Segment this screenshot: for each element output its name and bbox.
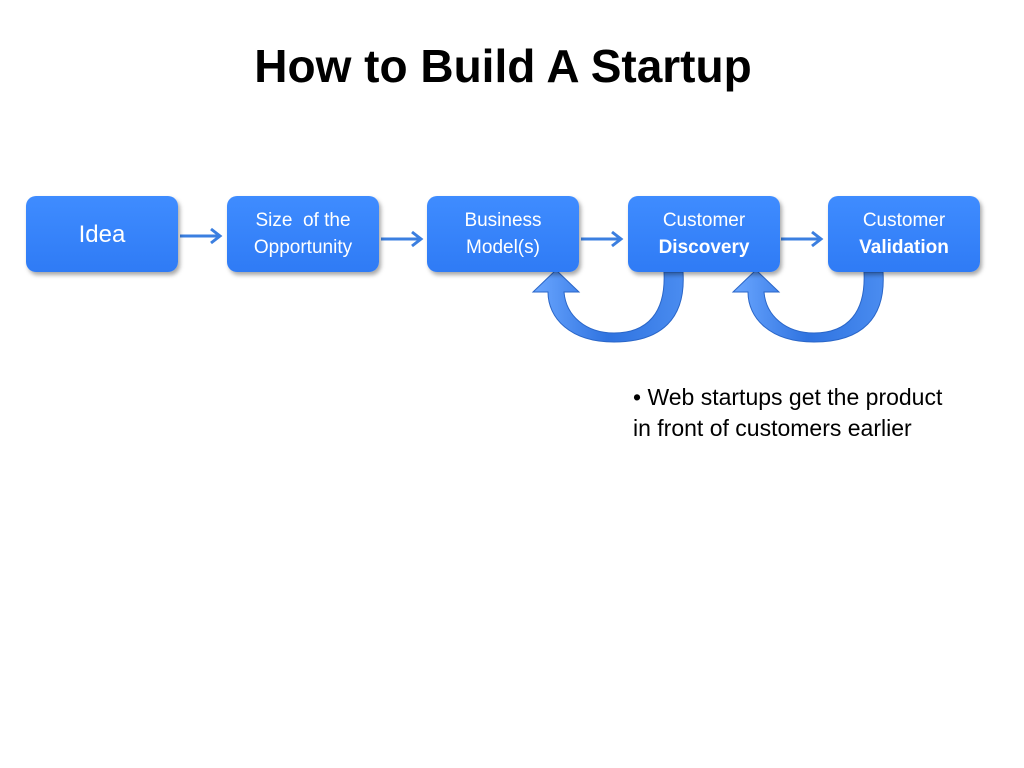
step-size-of-opportunity: Size of the Opportunity [227, 196, 379, 272]
step-size-label-line1: Size of the [255, 210, 351, 231]
step-customer-discovery: Customer Discovery [628, 196, 780, 272]
step-idea: Idea [26, 196, 178, 272]
step-idea-label: Idea [78, 220, 126, 248]
bullet-note-line1: • Web startups get the product [633, 382, 1003, 413]
step-model-label-line1: Business [464, 210, 542, 231]
loop-arrow-validation-to-discovery [731, 269, 884, 343]
arrow-model-to-discovery [581, 230, 624, 248]
bullet-note-line2: in front of customers earlier [633, 415, 912, 441]
step-customer-validation: Customer Validation [828, 196, 980, 272]
step-validation-label-line1: Customer [862, 210, 946, 231]
bullet-marker: • [633, 384, 642, 410]
step-size-label-line2: Opportunity [253, 237, 353, 258]
arrow-idea-to-size [180, 227, 223, 245]
step-business-model: Business Model(s) [427, 196, 579, 272]
step-validation-label-line2: Validation [859, 237, 949, 258]
page-title: How to Build A Startup [254, 40, 752, 92]
step-discovery-label-line2: Discovery [658, 237, 750, 258]
arrow-discovery-to-validation [781, 230, 824, 248]
bullet-note: • Web startups get the product in front … [633, 382, 1003, 444]
step-discovery-label-line1: Customer [662, 210, 746, 231]
bullet-note-text1: Web startups get the product [647, 384, 943, 410]
loop-arrow-discovery-to-model [531, 269, 684, 343]
arrow-size-to-model [381, 230, 424, 248]
step-model-label-line2: Model(s) [466, 237, 540, 258]
